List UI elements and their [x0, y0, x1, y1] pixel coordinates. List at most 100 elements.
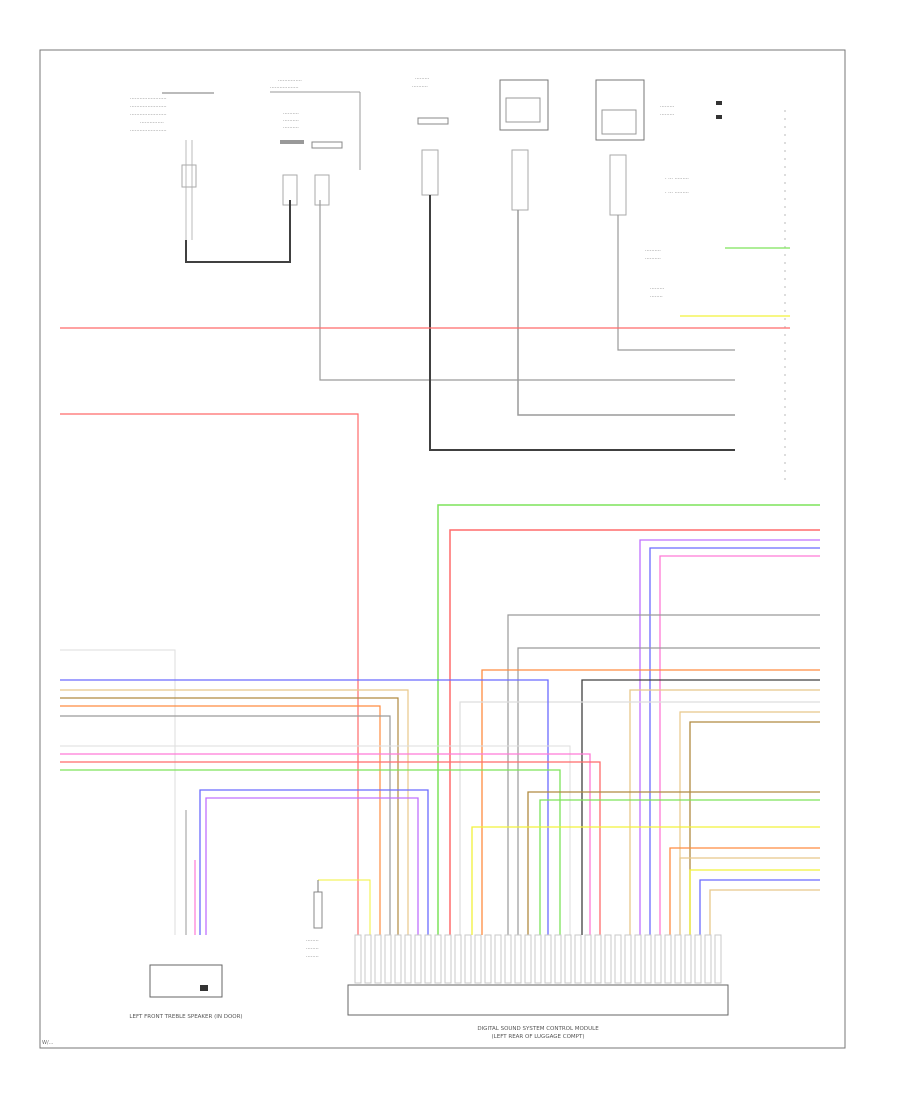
svg-text:··················: ·················· — [270, 85, 299, 91]
wire-pink-1 — [659, 555, 820, 935]
wire-orange-1 — [481, 669, 820, 935]
wire-tan-1 — [629, 689, 820, 935]
wire-pink-2 — [60, 753, 591, 935]
ground-symbol: ········ ········ ········ — [306, 880, 323, 960]
svg-text:·········: ········· — [650, 286, 665, 292]
svg-text:··········: ·········· — [283, 118, 299, 124]
module-pin — [654, 934, 662, 984]
svg-text:··········: ·········· — [645, 248, 661, 254]
wire-black-2 — [429, 195, 735, 451]
module-pin — [564, 934, 572, 984]
module-pin — [504, 934, 512, 984]
wire-gray-6 — [60, 715, 391, 935]
svg-text:··········: ·········· — [645, 256, 661, 262]
wire-orange-3 — [669, 847, 820, 935]
svg-text:· ··· ·········: · ··· ········· — [665, 190, 689, 196]
module-pin — [604, 934, 612, 984]
module-pin — [404, 934, 412, 984]
wire-tan-2 — [679, 711, 820, 935]
module-pin — [544, 934, 552, 984]
svg-text:·······················: ······················· — [130, 112, 167, 118]
speaker-label: LEFT FRONT TREBLE SPEAKER (IN DOOR) — [129, 1014, 242, 1020]
wire-black-harness — [185, 200, 291, 263]
svg-text:··········: ·········· — [283, 111, 299, 117]
svg-text:·······················: ······················· — [130, 128, 167, 134]
diagram-border — [39, 49, 846, 1049]
module-pin — [374, 934, 382, 984]
module-sublabel: (LEFT REAR OF LUGGAGE COMPT) — [492, 1034, 585, 1040]
wire-violet-2 — [205, 797, 419, 935]
wire-blue-4 — [699, 879, 820, 935]
module-pin — [694, 934, 702, 984]
wire-gray-5 — [517, 647, 820, 935]
wire-brown-2 — [60, 697, 399, 935]
svg-text:··········: ·········· — [283, 125, 299, 131]
module-pin — [664, 934, 672, 984]
module-label: DIGITAL SOUND SYSTEM CONTROL MODULE — [477, 1026, 599, 1032]
module-pin — [424, 934, 432, 984]
svg-text:·········: ········· — [660, 112, 675, 118]
module-pin — [524, 934, 532, 984]
wire-yellow-2 — [689, 869, 820, 935]
module-pin — [554, 934, 562, 984]
wire-orange-2 — [60, 705, 381, 935]
module-pin — [584, 934, 592, 984]
module-pin — [684, 934, 692, 984]
svg-text:········: ········ — [306, 938, 319, 944]
wire-red-4 — [60, 761, 601, 935]
top-components: ······················· ················… — [130, 76, 786, 480]
module-pin — [454, 934, 462, 984]
module-pin — [514, 934, 522, 984]
module-pin — [444, 934, 452, 984]
module-pin — [434, 934, 442, 984]
wire-brown-3 — [527, 791, 820, 935]
module-pin — [484, 934, 492, 984]
svg-text:········: ········ — [306, 954, 319, 960]
svg-text:···············: ··············· — [140, 120, 164, 126]
wire-tan-3 — [60, 689, 409, 935]
module-pin — [394, 934, 402, 984]
module-pin — [704, 934, 712, 984]
wire-tan-4 — [679, 857, 820, 935]
module-pin — [354, 934, 362, 984]
wire-gray-1 — [319, 200, 735, 381]
module-pin — [464, 934, 472, 984]
wire-white-2 — [60, 649, 176, 935]
wire-red-2 — [60, 413, 359, 935]
module-pin — [644, 934, 652, 984]
module-pin — [614, 934, 622, 984]
wire-white-3 — [60, 745, 571, 935]
svg-text:·········: ········· — [660, 104, 675, 110]
module-pin — [634, 934, 642, 984]
svg-text:· ··· ·········: · ··· ········· — [665, 176, 689, 182]
module-pin — [494, 934, 502, 984]
module-pin — [384, 934, 392, 984]
wire-green-2 — [60, 769, 561, 935]
wire-white-1 — [459, 701, 820, 935]
svg-text:···············: ··············· — [278, 78, 302, 84]
wire-ground-yellow — [318, 879, 371, 935]
wire-red-3 — [449, 529, 820, 935]
module-pin — [474, 934, 482, 984]
wire-green-3 — [539, 799, 820, 935]
module-pin — [594, 934, 602, 984]
wire-blue-2 — [60, 679, 549, 935]
wire-gray-3 — [617, 215, 735, 351]
wire-blue-3 — [199, 789, 429, 935]
wire-tan-5 — [709, 889, 820, 935]
wire-green-1 — [437, 504, 820, 935]
module-pin — [674, 934, 682, 984]
left-front-speaker: LEFT FRONT TREBLE SPEAKER (IN DOOR) — [129, 964, 243, 1020]
wire-black-3 — [581, 679, 820, 935]
svg-text:·······················: ······················· — [130, 96, 167, 102]
wire-blue-1 — [649, 547, 820, 935]
module-pin — [714, 934, 722, 984]
sound-control-module: DIGITAL SOUND SYSTEM CONTROL MODULE (LEF… — [347, 934, 729, 1040]
svg-text:········: ········ — [650, 294, 663, 300]
svg-text:·······················: ······················· — [130, 104, 167, 110]
svg-text:········: ········ — [306, 946, 319, 952]
svg-text:·········: ········· — [415, 76, 430, 82]
wire-gray-2 — [517, 210, 735, 416]
module-pin — [364, 934, 372, 984]
